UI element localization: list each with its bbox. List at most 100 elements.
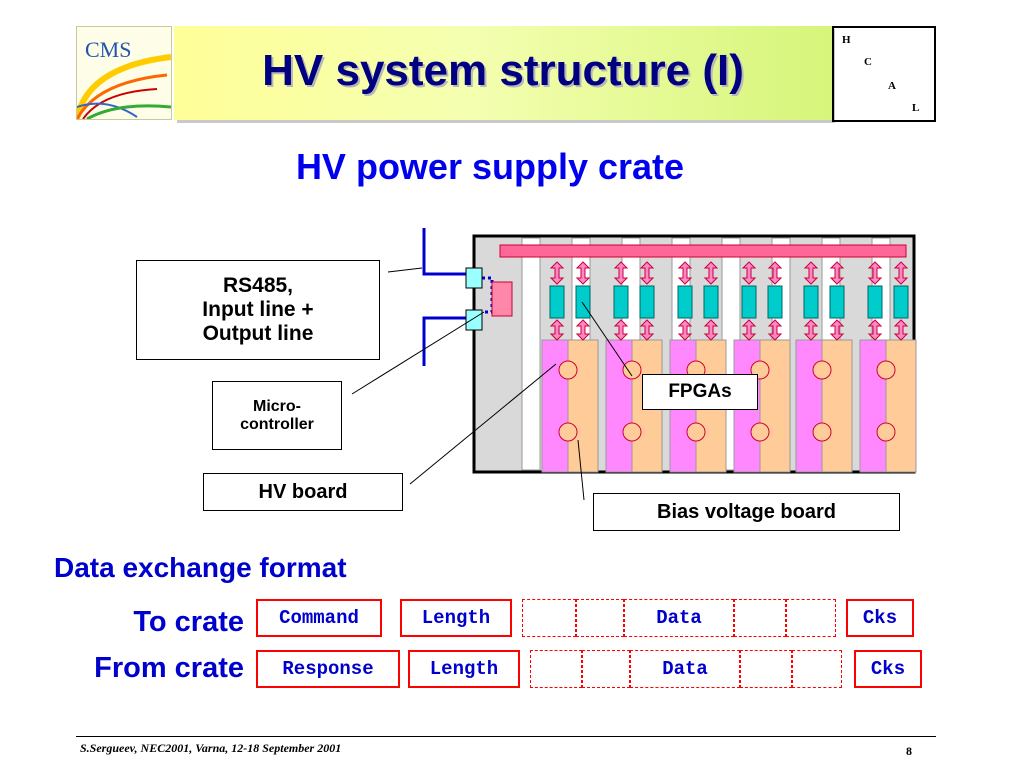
hv-connector bbox=[558, 422, 578, 442]
fpga-chip bbox=[549, 285, 565, 319]
hcal-letter-h: H bbox=[842, 34, 851, 46]
fpga-chip bbox=[741, 285, 757, 319]
hv-connector bbox=[750, 422, 770, 442]
to-crate-data-byte bbox=[734, 599, 786, 637]
bus-arrow bbox=[803, 261, 819, 285]
bus-arrow bbox=[829, 319, 845, 341]
bias-board-label: Bias voltage board bbox=[593, 493, 900, 531]
to-crate-command-field: Command bbox=[256, 599, 382, 637]
bus-arrow bbox=[613, 319, 629, 341]
hv-connector bbox=[622, 360, 642, 380]
output-line bbox=[422, 316, 466, 366]
microcontroller-chip bbox=[491, 281, 513, 317]
bus-arrow bbox=[549, 319, 565, 341]
bus-arrow bbox=[741, 261, 757, 285]
diagram-subtitle: HV power supply crate bbox=[295, 146, 685, 187]
microcontroller-label: Micro- controller bbox=[212, 381, 342, 450]
to-crate-data-field: Data bbox=[656, 607, 702, 629]
callout-hv-board bbox=[409, 363, 557, 485]
to-crate-data-byte bbox=[624, 599, 734, 637]
from-crate-response-field: Response bbox=[256, 650, 400, 688]
to-crate-data-byte bbox=[576, 599, 624, 637]
footer-divider bbox=[76, 736, 936, 737]
from-crate-data-byte bbox=[740, 650, 792, 688]
callout-micro bbox=[351, 311, 485, 395]
hv-connector bbox=[686, 422, 706, 442]
slot-separator bbox=[521, 237, 541, 471]
from-crate-data-field: Data bbox=[662, 658, 708, 680]
hcal-letter-a: A bbox=[888, 80, 896, 92]
bus-arrow bbox=[867, 261, 883, 285]
bias-voltage-board bbox=[821, 339, 853, 473]
from-crate-data-byte bbox=[792, 650, 842, 688]
fpga-chip bbox=[703, 285, 719, 319]
callout-fpga bbox=[581, 301, 633, 377]
bus-arrow bbox=[893, 261, 909, 285]
bus-arrow bbox=[639, 319, 655, 341]
rs485-label: RS485, Input line + Output line bbox=[136, 260, 380, 360]
bus-arrow bbox=[829, 261, 845, 285]
fpga-chip bbox=[893, 285, 909, 319]
hv-board bbox=[859, 339, 889, 473]
bias-voltage-board bbox=[567, 339, 599, 473]
fpga-chip bbox=[829, 285, 845, 319]
hv-connector bbox=[876, 360, 896, 380]
bus-arrow bbox=[703, 261, 719, 285]
to-crate-data-byte bbox=[786, 599, 836, 637]
fpga-chip bbox=[867, 285, 883, 319]
hv-connector bbox=[876, 422, 896, 442]
bus-arrow bbox=[767, 261, 783, 285]
from-crate-label: From crate bbox=[94, 652, 244, 684]
bus-arrow bbox=[803, 319, 819, 341]
fpga-chip bbox=[639, 285, 655, 319]
from-crate-data-byte bbox=[530, 650, 582, 688]
from-crate-data-byte bbox=[582, 650, 630, 688]
backplane-bus bbox=[499, 244, 907, 258]
bias-voltage-board bbox=[759, 339, 791, 473]
bus-arrow bbox=[893, 319, 909, 341]
bus-arrow bbox=[703, 319, 719, 341]
fpga-chip bbox=[575, 285, 591, 319]
from-crate-data-byte bbox=[630, 650, 740, 688]
slide-title: HV system structure (I) bbox=[262, 46, 744, 95]
fpga-chip bbox=[613, 285, 629, 319]
input-line bbox=[422, 228, 466, 276]
hcal-logo-box: H C A L bbox=[832, 26, 936, 122]
logo-text: CMS bbox=[85, 37, 131, 62]
bus-arrow bbox=[767, 319, 783, 341]
hv-connector bbox=[812, 422, 832, 442]
hv-board bbox=[795, 339, 825, 473]
rs485-connector-bottom bbox=[465, 309, 483, 331]
hcal-letter-l: L bbox=[912, 102, 920, 114]
bus-arrow bbox=[677, 319, 693, 341]
bus-arrow bbox=[867, 319, 883, 341]
to-crate-data-byte bbox=[522, 599, 576, 637]
bus-arrow bbox=[741, 319, 757, 341]
hv-connector bbox=[812, 360, 832, 380]
page-number: 8 bbox=[906, 744, 912, 758]
rs485-connector-top bbox=[465, 267, 483, 289]
fpga-chip bbox=[767, 285, 783, 319]
fpgas-label: FPGAs bbox=[642, 374, 758, 410]
hcal-letter-c: C bbox=[864, 56, 872, 68]
cms-logo: CMS bbox=[74, 26, 172, 121]
bus-arrow bbox=[549, 261, 565, 285]
to-crate-label: To crate bbox=[133, 606, 244, 638]
bias-voltage-board bbox=[885, 339, 917, 473]
fpga-chip bbox=[803, 285, 819, 319]
bus-arrow bbox=[575, 319, 591, 341]
bus-arrow bbox=[677, 261, 693, 285]
hv-connector bbox=[622, 422, 642, 442]
bus-arrow bbox=[639, 261, 655, 285]
bus-arrow bbox=[575, 261, 591, 285]
hv-board bbox=[605, 339, 635, 473]
hv-board bbox=[541, 339, 571, 473]
fpga-chip bbox=[677, 285, 693, 319]
bus-arrow bbox=[613, 261, 629, 285]
callout-bias bbox=[577, 439, 585, 501]
from-crate-length-field: Length bbox=[408, 650, 520, 688]
from-crate-cks-field: Cks bbox=[854, 650, 922, 688]
section-heading: Data exchange format bbox=[54, 552, 347, 583]
hv-connector bbox=[558, 360, 578, 380]
